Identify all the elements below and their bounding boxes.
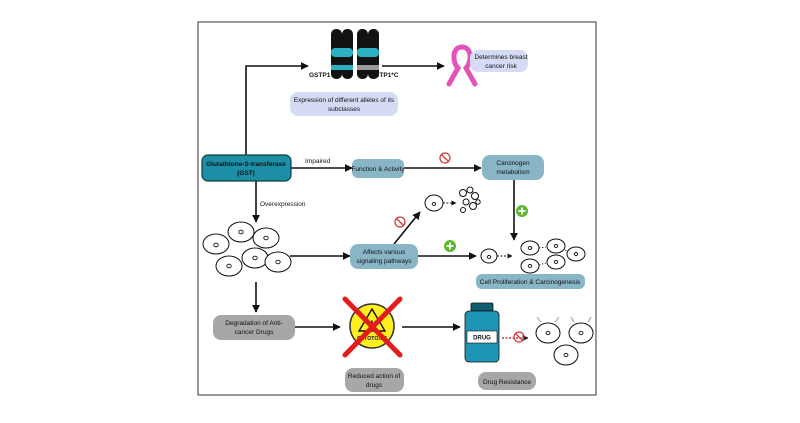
arrow-signaling-to-apoptosis — [393, 211, 421, 245]
gstp1-label: GSTP1 — [309, 72, 331, 79]
signaling-line-1: Affects various — [363, 249, 406, 256]
proliferation-box — [476, 274, 585, 289]
signaling-box — [350, 244, 418, 269]
ribbon-icon — [446, 44, 478, 87]
degradation-line-2: cancer Drugs — [235, 329, 274, 336]
apoptosis-cell — [424, 194, 444, 212]
function-activity-box — [352, 159, 404, 178]
function-activity-label: Function & Activity — [351, 166, 405, 173]
resistant-cells — [535, 316, 594, 366]
overexpression-label: Overexpression — [260, 201, 306, 208]
gst-line-1: Glutathione-S-transferase — [206, 161, 286, 168]
drug-bottle-label: DRUG — [473, 336, 491, 342]
signaling-line-2: signaling pathways — [357, 258, 413, 265]
apoptotic-bodies — [459, 186, 481, 213]
impaired-label: Impaired — [305, 158, 331, 165]
cross-icon — [342, 296, 403, 358]
chromosome-variant-icon — [357, 29, 379, 79]
proliferation-cells — [480, 238, 586, 274]
chromosome-icon — [331, 29, 353, 79]
cytotoxic-label: CYTOTOXIC — [357, 336, 387, 342]
carcinogen-box — [482, 155, 544, 180]
reduced-action-line-2: drugs — [366, 382, 383, 389]
breast-risk-box — [470, 50, 528, 72]
gst-line-2: (GST) — [237, 170, 255, 177]
reduced-action-line-1: Reduced action of — [348, 373, 401, 380]
arrow-gst-to-chromosomes — [245, 62, 309, 155]
gst-box — [201, 154, 292, 182]
inhibit-icon — [439, 152, 451, 164]
activate-icon — [516, 205, 528, 217]
drug-resistance-box — [478, 372, 536, 390]
degradation-line-1: Degradation of Anti- — [225, 320, 282, 327]
expression-line-2: subclasses — [328, 106, 361, 113]
inhibit-icon — [513, 331, 525, 343]
carcinogen-line-2: metabolism — [496, 169, 529, 176]
drug-resistance-label: Drug Resistance — [483, 379, 531, 386]
cell-cluster — [202, 221, 292, 277]
degradation-box — [213, 315, 295, 340]
division-arrow — [538, 246, 569, 266]
reduced-action-box — [345, 368, 404, 392]
breast-risk-line-2: cancer risk — [485, 63, 517, 70]
edges — [245, 62, 529, 341]
gstp1c-label: GSTP1*C — [370, 72, 399, 79]
expression-box — [290, 92, 398, 116]
expression-line-1: Expression of different alleles of its — [294, 97, 395, 104]
drug-bottle-icon — [464, 302, 500, 363]
inhibit-icon — [394, 216, 406, 228]
activate-icon — [444, 240, 456, 252]
breast-risk-line-1: Determines breast — [474, 54, 527, 61]
carcinogen-line-1: Carcinogen — [496, 160, 530, 167]
proliferation-label: Cell Proliferation & Carcinogenesis — [480, 279, 581, 286]
